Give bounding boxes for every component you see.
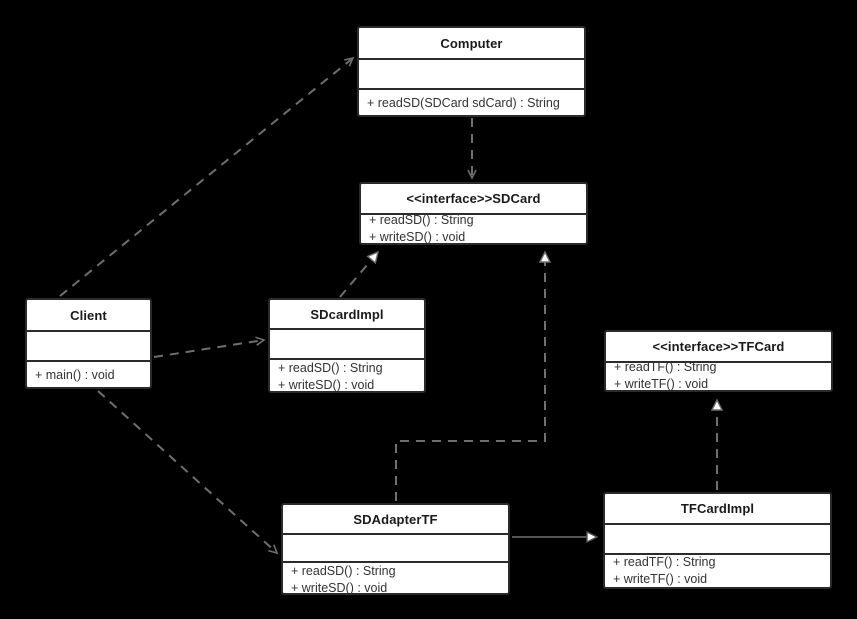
class-methods-tfcard: + readTF() : String + writeTF() : void — [606, 360, 831, 391]
class-box-computer[interactable]: Computer + readSD(SDCard sdCard) : Strin… — [357, 26, 586, 117]
class-name-label: Computer — [440, 35, 503, 51]
class-methods-sdadaptertf: + readSD() : String + writeSD() : void — [283, 561, 508, 595]
class-attributes-computer — [359, 58, 584, 88]
class-title-sdcardimpl: SDcardImpl — [270, 300, 424, 328]
class-title-sdcard: <<interface>>SDCard — [361, 184, 586, 213]
method-item: + main() : void — [35, 367, 115, 382]
class-box-sdcard[interactable]: <<interface>>SDCard + readSD() : String … — [359, 182, 588, 245]
class-name-label: Client — [70, 307, 107, 323]
class-title-tfcardimpl: TFCardImpl — [605, 494, 830, 523]
class-name-label: <<interface>>TFCard — [652, 339, 785, 354]
class-box-tfcard[interactable]: <<interface>>TFCard + readTF() : String … — [604, 330, 833, 392]
class-name-label: TFCardImpl — [680, 501, 755, 516]
edge-client-to-sdadaptertf — [97, 390, 279, 555]
class-title-tfcard: <<interface>>TFCard — [606, 332, 831, 361]
class-title-computer: Computer — [359, 28, 584, 58]
class-attributes-sdadaptertf — [283, 533, 508, 561]
method-item: + readTF() : String — [614, 360, 717, 374]
class-name-label: <<interface>>SDCard — [406, 191, 541, 206]
class-attributes-tfcardimpl — [605, 523, 830, 553]
method-item: + writeSD() : void — [291, 580, 388, 595]
method-item: + writeSD() : void — [278, 378, 375, 392]
class-attributes-sdcardimpl — [270, 328, 424, 358]
method-item: + readSD() : String — [278, 361, 383, 375]
class-box-sdadaptertf[interactable]: SDAdapterTF + readSD() : String + writeS… — [281, 503, 510, 595]
class-box-tfcardimpl[interactable]: TFCardImpl + readTF() : String + writeTF… — [603, 492, 832, 589]
class-box-client[interactable]: Client + main() : void — [25, 298, 152, 389]
method-item: + writeTF() : void — [614, 377, 709, 391]
class-box-sdcardimpl[interactable]: SDcardImpl + readSD() : String + writeSD… — [268, 298, 426, 393]
class-name-label: SDAdapterTF — [353, 511, 438, 527]
edge-sdcardimpl-to-sdcard — [339, 252, 378, 298]
class-methods-computer: + readSD(SDCard sdCard) : String — [359, 88, 584, 115]
class-methods-tfcardimpl: + readTF() : String + writeTF() : void — [605, 553, 830, 587]
class-title-client: Client — [27, 300, 150, 330]
edge-client-to-computer — [59, 56, 355, 297]
class-title-sdadaptertf: SDAdapterTF — [283, 505, 508, 533]
method-item: + readSD(SDCard sdCard) : String — [367, 95, 560, 110]
method-item: + writeTF() : void — [613, 571, 708, 586]
edge-client-to-sdcardimpl — [153, 336, 266, 358]
class-name-label: SDcardImpl — [310, 306, 384, 322]
class-methods-sdcardimpl: + readSD() : String + writeSD() : void — [270, 358, 424, 392]
class-methods-sdcard: + readSD() : String + writeSD() : void — [361, 213, 586, 243]
class-attributes-client — [27, 330, 150, 360]
method-item: + writeSD() : void — [369, 229, 466, 244]
class-methods-client: + main() : void — [27, 360, 150, 387]
method-item: + readTF() : String — [613, 554, 716, 569]
method-item: + readSD() : String — [369, 212, 474, 227]
method-item: + readSD() : String — [291, 563, 396, 578]
